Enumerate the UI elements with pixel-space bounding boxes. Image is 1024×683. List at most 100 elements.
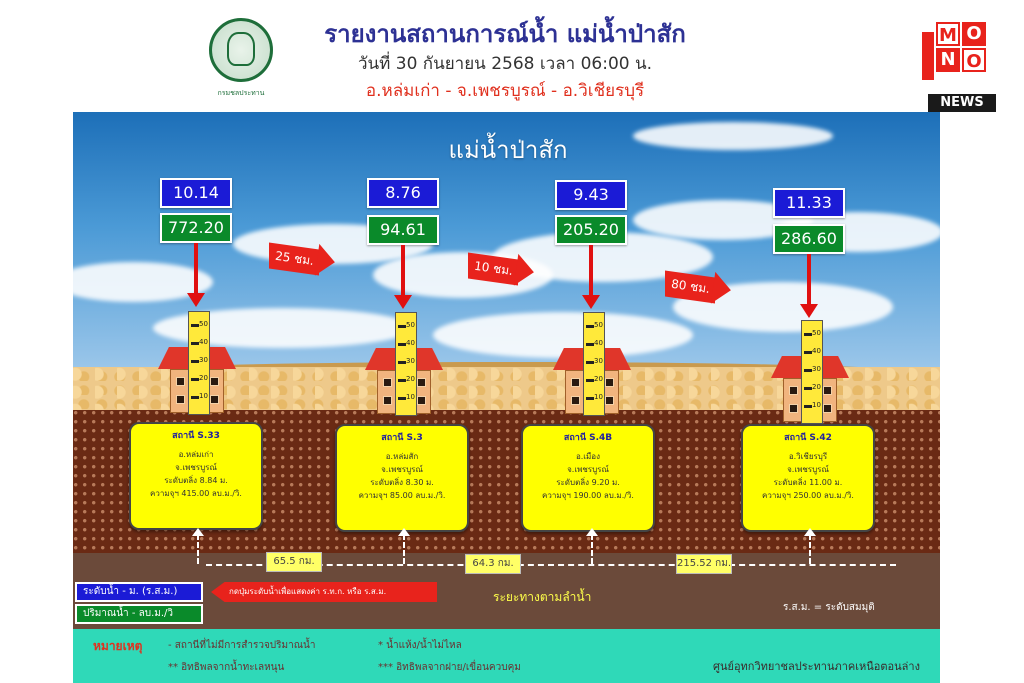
gauge-label: 10 [594,393,603,401]
station-name: สถานี S.4B [563,433,613,443]
gauge-tick [191,360,199,363]
report-date: วันที่ 30 กันยายน 2568 เวลา 06:00 น. [357,54,653,74]
seal-caption: กรมชลประทาน [217,89,265,97]
cloud [633,122,833,150]
station-bank-level: ระดับตลิ่ง 11.00 ม. [773,478,843,487]
legend-pointer: กดปุ่มระดับน้ำเพื่อแสดงค่า ร.ท.ก. หรือ ร… [211,582,437,602]
page-title: รายงานสถานการณ์น้ำ แม่น้ำป่าสัก [324,20,686,48]
legend-flow: ปริมาณน้ำ - ลบ.ม./วิ [75,604,203,624]
gauge-tick [398,379,406,382]
royal-irrigation-seal-logo: กรมชลประทาน [205,18,277,98]
gauge-tick [191,342,199,345]
gauge-tick [191,396,199,399]
gauge-station-icon: 50 40 30 20 10 [771,320,849,424]
station-card: สถานี S.33 อ.หล่มเก่า จ.เพชรบูรณ์ ระดับต… [129,422,263,530]
distance-box: 65.5 กม. [266,552,322,572]
down-arrow-icon [800,254,818,318]
down-arrow-icon [582,245,600,309]
station-province: จ.เพชรบูรณ์ [787,465,829,474]
station-card: สถานี S.42 อ.วิเชียรบุรี จ.เพชรบูรณ์ ระด… [741,424,875,532]
window [210,377,219,386]
water-level-box[interactable]: 11.33 [773,188,845,218]
gauge-label: 50 [406,321,415,329]
gauge-label: 20 [812,383,821,391]
mono-letter: M [936,22,960,46]
station-name: สถานี S.3 [381,433,423,443]
window [383,378,392,387]
gauge-label: 50 [594,321,603,329]
water-level-box[interactable]: 8.76 [367,178,439,208]
gauge-tick [398,361,406,364]
gauge-tick [586,325,594,328]
station-province: จ.เพชรบูรณ์ [381,465,423,474]
mono-news-logo: M O N O NEWS [918,22,998,114]
travel-time-arrow: 10 ชม. [468,252,537,289]
station-bank-level: ระดับตลิ่ง 8.30 ม. [370,478,434,487]
station-amphoe: อ.วิเชียรบุรี [788,452,828,461]
gauge-label: 20 [594,375,603,383]
gauge-label: 30 [199,356,208,364]
travel-time-arrow: 80 ชม. [665,270,734,307]
gauge-label: 30 [406,357,415,365]
gauge-label: 40 [812,347,821,355]
gauge-tick [586,379,594,382]
gauge-tick [804,369,812,372]
notes-band [73,629,940,683]
distance-marker-tip [398,528,410,536]
station-province: จ.เพชรบูรณ์ [175,463,217,472]
water-flow-box: 772.20 [160,213,232,243]
station-province: จ.เพชรบูรณ์ [567,465,609,474]
seal-emblem [227,32,255,66]
station-bank-level: ระดับตลิ่ง 8.84 ม. [164,476,228,485]
gauge-label: 40 [199,338,208,346]
window [571,396,580,405]
water-level-box[interactable]: 9.43 [555,180,627,210]
distance-caption: ระยะทางตามลำน้ำ [493,590,592,604]
gauge-tick [398,397,406,400]
river-title: แม่น้ำป่าสัก [448,136,568,164]
seal-ring [209,18,273,82]
water-flow-box: 94.61 [367,215,439,245]
gauge-tick [804,351,812,354]
news-label: NEWS [928,94,996,112]
water-flow-box: 205.20 [555,215,627,245]
gauge-label: 30 [594,357,603,365]
station-amphoe: อ.เมือง [575,452,601,461]
station-capacity: ความจุฯ 190.00 ลบ.ม./วิ. [542,491,634,500]
station-amphoe: อ.หล่มสัก [385,452,419,461]
gauge-label: 50 [199,320,208,328]
agency-name: ศูนย์อุทกวิทยาชลประทานภาคเหนือตอนล่าง [713,660,920,673]
staff-gauge: 50 40 30 20 10 [188,311,210,415]
mono-letter: O [962,48,986,72]
gauge-tick [398,325,406,328]
window [823,386,832,395]
window [605,378,614,387]
gauge-station-icon: 50 40 30 20 10 [158,311,236,415]
station-name: สถานี S.33 [172,431,220,441]
down-arrow-icon [187,243,205,307]
window [571,378,580,387]
note-dam: *** อิทธิพลจากฝาย/เขื่อนควบคุม [378,662,521,673]
travel-time-arrow: 25 ชม. [269,242,338,279]
gauge-label: 10 [406,393,415,401]
gauge-label: 10 [199,392,208,400]
distance-marker [586,528,598,564]
distance-marker [398,528,410,564]
distance-marker [804,528,816,564]
station-capacity: ความจุฯ 415.00 ลบ.ม./วิ. [150,489,242,498]
distance-marker-tip [192,528,204,536]
gauge-label: 50 [812,329,821,337]
gauge-label: 20 [406,375,415,383]
gauge-label: 10 [812,401,821,409]
note-tide: ** อิทธิพลจากน้ำทะเลหนุน [168,662,285,673]
mono-letter: N [936,48,960,72]
staff-gauge: 50 40 30 20 10 [395,312,417,416]
station-card: สถานี S.3 อ.หล่มสัก จ.เพชรบูรณ์ ระดับตลิ… [335,424,469,532]
station-capacity: ความจุฯ 85.00 ลบ.ม./วิ. [358,491,446,500]
legend-level: ระดับน้ำ - ม. (ร.ส.ม.) [75,582,203,602]
water-level-box[interactable]: 10.14 [160,178,232,208]
down-arrow-icon [394,245,412,309]
water-flow-box: 286.60 [773,224,845,254]
station-capacity: ความจุฯ 250.00 ลบ.ม./วิ. [762,491,854,500]
gauge-tick [804,333,812,336]
